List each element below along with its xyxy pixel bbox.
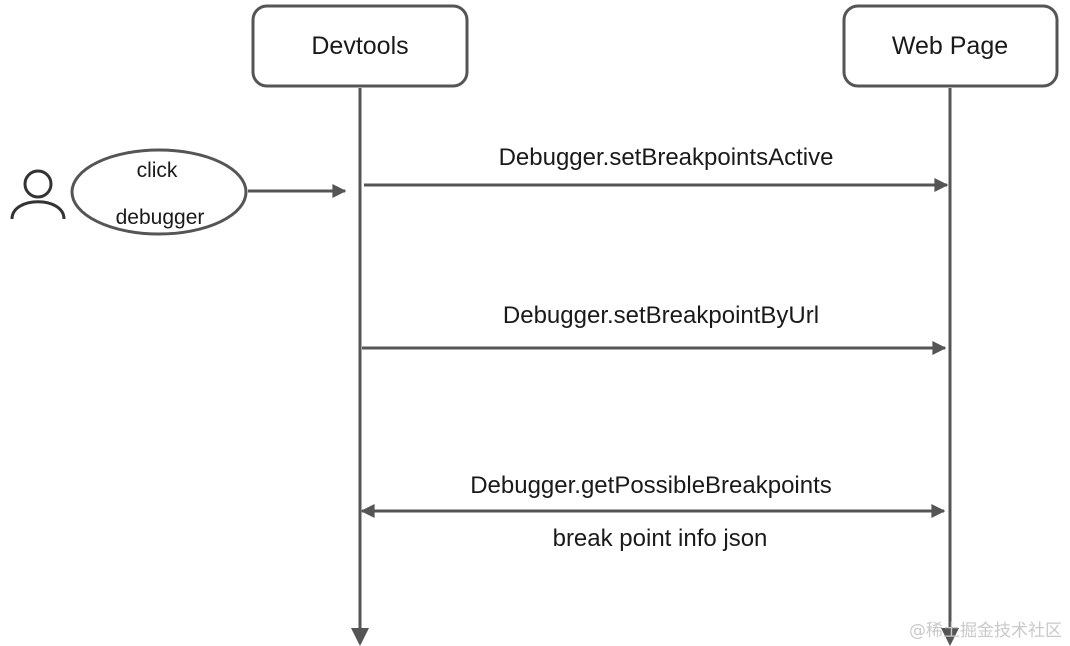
message-label-set-breakpoint-by-url: Debugger.setBreakpointByUrl <box>503 302 819 329</box>
user-icon <box>10 169 66 220</box>
message-label-get-possible-breakpoints: Debugger.getPossibleBreakpoints <box>470 472 832 499</box>
watermark: @稀土掘金技术社区 <box>909 621 1062 641</box>
action-label-line2: debugger <box>116 206 205 229</box>
action-label-line1: click <box>137 159 178 182</box>
webpage-label: Web Page <box>892 32 1008 60</box>
devtools-box <box>251 4 469 88</box>
click-debugger-bubble <box>70 148 248 236</box>
devtools-lifeline-arrowhead <box>351 628 369 646</box>
devtools-label: Devtools <box>311 32 408 60</box>
message-label-set-breakpoints-active: Debugger.setBreakpointsActive <box>499 144 834 171</box>
response-label-break-point-info: break point info json <box>553 525 768 552</box>
webpage-lifeline-arrowhead <box>941 628 959 646</box>
webpage-box <box>842 4 1059 88</box>
